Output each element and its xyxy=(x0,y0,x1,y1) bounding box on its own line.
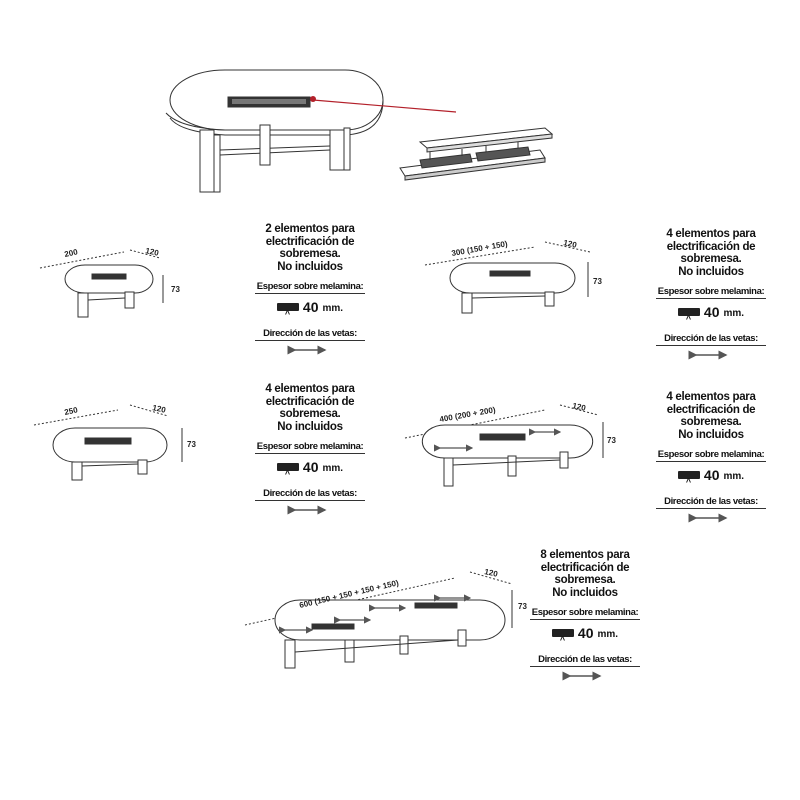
detail-callout-line xyxy=(312,99,457,113)
table-300-length-label: 300 (150 + 150) xyxy=(451,239,509,258)
spec-block-300: 4 elementos para electrificación de sobr… xyxy=(656,228,766,366)
spec-title: 4 elementos para electrificación de sobr… xyxy=(666,391,756,441)
thickness-label: Espesor sobre melamina: xyxy=(656,286,766,299)
grain-label: Dirección de las vetas: xyxy=(656,496,766,509)
thickness-value: 40 xyxy=(577,625,594,641)
table-200-drawing xyxy=(39,249,164,318)
table-600-depth-label: 120 xyxy=(484,567,499,579)
table-250-length-label: 250 xyxy=(64,405,79,417)
grain-direction-arrow-icon xyxy=(287,505,327,515)
grain-direction-arrow-icon xyxy=(287,345,327,355)
spec-block-250: 4 elementos para electrificación de sobr… xyxy=(255,383,365,521)
table-250-height-label: 73 xyxy=(187,440,196,449)
table-250-drawing xyxy=(33,404,183,481)
hero-table xyxy=(165,69,384,193)
grain-label: Dirección de las vetas: xyxy=(656,333,766,346)
spec-block-200: 2 elementos para electrificación de sobr… xyxy=(255,223,365,361)
thickness-unit: mm. xyxy=(723,471,745,482)
table-400-depth-label: 120 xyxy=(572,401,587,413)
thickness-indicator: 40 mm. xyxy=(656,301,766,324)
spec-block-400: 4 elementos para electrificación de sobr… xyxy=(656,391,766,529)
grain-label: Dirección de las vetas: xyxy=(255,328,365,341)
spec-title: 4 elementos para electrificación de sobr… xyxy=(666,228,756,278)
grain-direction-arrow-icon xyxy=(562,671,602,681)
thickness-unit: mm. xyxy=(322,303,344,314)
thickness-icon xyxy=(551,629,574,645)
spec-title: 2 elementos para electrificación de sobr… xyxy=(265,223,355,273)
thickness-icon xyxy=(276,303,299,319)
detail-callout-dot xyxy=(310,96,316,102)
table-400-drawing xyxy=(404,404,604,487)
thickness-label: Espesor sobre melamina: xyxy=(656,449,766,462)
thickness-value: 40 xyxy=(302,459,319,475)
thickness-indicator: 40 mm. xyxy=(255,296,365,319)
thickness-unit: mm. xyxy=(322,463,344,474)
thickness-label: Espesor sobre melamina: xyxy=(255,281,365,294)
table-200-depth-label: 120 xyxy=(145,246,160,258)
grain-label: Dirección de las vetas: xyxy=(530,654,640,667)
grain-label: Dirección de las vetas: xyxy=(255,488,365,501)
thickness-unit: mm. xyxy=(723,308,745,319)
thickness-icon xyxy=(677,471,700,487)
thickness-icon xyxy=(677,308,700,324)
thickness-icon xyxy=(276,463,299,479)
table-300-height-label: 73 xyxy=(593,277,602,286)
table-300-depth-label: 120 xyxy=(563,238,578,250)
table-200-height-label: 73 xyxy=(171,285,180,294)
spec-title: 8 elementos para electrificación de sobr… xyxy=(540,549,630,599)
grain-direction-arrow-icon xyxy=(688,350,728,360)
thickness-label: Espesor sobre melamina: xyxy=(530,607,640,620)
thickness-indicator: 40 mm. xyxy=(255,456,365,479)
table-250-depth-label: 120 xyxy=(152,403,167,415)
table-600-drawing xyxy=(244,571,513,669)
grain-direction-arrow-icon xyxy=(688,513,728,523)
thickness-indicator: 40 mm. xyxy=(530,622,640,645)
thickness-indicator: 40 mm. xyxy=(656,464,766,487)
thickness-unit: mm. xyxy=(597,629,619,640)
thickness-value: 40 xyxy=(302,299,319,315)
table-200-length-label: 200 xyxy=(64,247,79,259)
table-300-drawing xyxy=(424,241,591,314)
thickness-value: 40 xyxy=(703,467,720,483)
table-600-height-label: 73 xyxy=(518,602,527,611)
thickness-label: Espesor sobre melamina: xyxy=(255,441,365,454)
table-400-height-label: 73 xyxy=(607,436,616,445)
thickness-value: 40 xyxy=(703,304,720,320)
spec-block-600: 8 elementos para electrificación de sobr… xyxy=(530,549,640,687)
cable-tray-detail xyxy=(399,127,554,181)
spec-title: 4 elementos para electrificación de sobr… xyxy=(265,383,355,433)
